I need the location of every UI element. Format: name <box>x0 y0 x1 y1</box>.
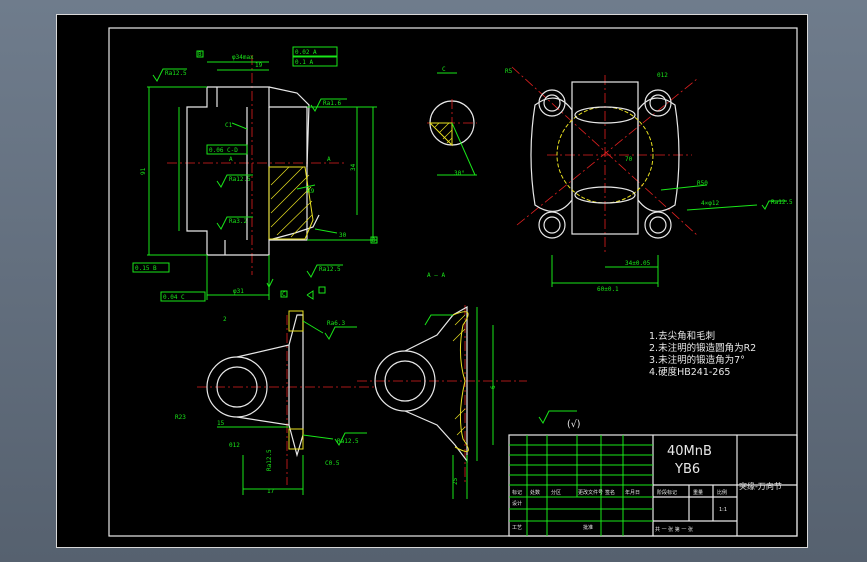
plan-view: 60±0.1 34±0.05 R50 70 4×φ12 Ra12.5 R5 01… <box>505 66 793 293</box>
inner-frame <box>108 27 798 537</box>
hdr-5: 年月日 <box>625 489 640 496</box>
note-1: 1.去尖角和毛刺 <box>649 330 715 342</box>
dim-91: 91 <box>140 167 147 175</box>
ra-label-5: Ra12.5 <box>319 266 341 273</box>
ra-label-8: Ra12.5 <box>337 438 359 445</box>
tol-frame-5: 0.04 C <box>163 294 185 301</box>
dim-30-deg: 30° <box>454 170 465 177</box>
tol-frame-2: 0.1 A <box>295 59 313 66</box>
material-line-2: YB6 <box>674 462 700 477</box>
material-line-1: 40MnB <box>667 444 712 459</box>
dim-6: 6 <box>490 385 497 389</box>
tol-frame-3: 0.06 C-D <box>209 147 238 154</box>
chamfer-label: C1 <box>225 122 233 129</box>
ra-label-7: Ra6.3 <box>327 320 345 327</box>
dim-17: 17 <box>267 488 275 495</box>
dim-30: 30 <box>339 232 347 239</box>
dim-34: 34 <box>350 163 357 171</box>
dim-25: 25 <box>452 477 459 485</box>
side-view-left: Ra6.3 Ra12.5 2 15 012 17 C0.5 R23 Ra12.5 <box>175 310 377 495</box>
tol-frame-1: 0.02 A <box>295 49 317 56</box>
ra-label-3: Ra12.5 <box>229 176 251 183</box>
approve-label: 批准 <box>583 524 593 531</box>
dim-r50: R50 <box>697 180 708 187</box>
hdr-0: 标记 <box>512 489 522 496</box>
general-roughness: (√) <box>567 419 580 430</box>
dim-34-b: 34±0.05 <box>625 260 651 267</box>
title-block: 40MnB YB6 突缘-万向节 标记 处数 分区 更改文件号 签名 年月日 阶… <box>508 434 798 537</box>
hole-callout: 4×φ12 <box>701 200 719 207</box>
note-2: 2.未注明的锻造圆角为R2 <box>649 342 756 354</box>
hdr-3: 更改文件号 <box>578 489 603 496</box>
dim-r9: R9 <box>307 188 315 195</box>
datum-b: B <box>198 51 202 58</box>
scale-label: 比例 <box>717 489 727 496</box>
part-name: 突缘-万向节 <box>739 481 782 491</box>
dia-top: φ34max <box>232 54 254 61</box>
detail-label: C <box>442 66 446 73</box>
cad-drawing-canvas: Ra12.5 Ra1.6 Ra12.5 Ra3.2 Ra12.5 C1 A A … <box>108 27 798 537</box>
detail-view: C 30° <box>427 66 477 177</box>
dim-c05: C0.5 <box>325 460 340 467</box>
stage-label: 阶段标记 <box>657 489 677 496</box>
note-3: 3.未注明的锻造角为7° <box>649 354 745 366</box>
datum-d: D <box>372 237 376 244</box>
hdr-1: 处数 <box>530 489 540 496</box>
drawing-sheet: Ra12.5 Ra1.6 Ra12.5 Ra3.2 Ra12.5 C1 A A … <box>56 14 808 548</box>
hdr-4: 签名 <box>605 489 615 496</box>
ra-label-1: Ra12.5 <box>165 70 187 77</box>
hdr-2: 分区 <box>551 489 561 496</box>
sheet-label: 共 一 张 第 一 张 <box>655 526 693 533</box>
weight-label: 重量 <box>693 489 703 496</box>
section-a-left: A <box>229 156 233 163</box>
dim-19: 19 <box>255 62 263 69</box>
dim-70: 70 <box>625 156 633 163</box>
design-label: 设计 <box>512 500 522 507</box>
craft-label: 工艺 <box>512 525 522 531</box>
dim-r23: R23 <box>175 414 186 421</box>
ra-label-4: Ra3.2 <box>229 218 247 225</box>
datum-c: C <box>282 291 286 298</box>
dim-60: 60±0.1 <box>597 286 619 293</box>
section-aa-view: A — A 6 25 <box>357 272 527 499</box>
tol-frame-4: 0.15 B <box>135 265 157 272</box>
scale-value: 1:1 <box>719 507 727 513</box>
note-4: 4.硬度HB241-265 <box>649 366 730 378</box>
ra-label-9: Ra12.5 <box>266 449 273 471</box>
dim-r5: R5 <box>505 68 513 75</box>
section-a-right: A <box>327 156 331 163</box>
ra-label-6: Ra12.5 <box>771 199 793 206</box>
dim-15: 15 <box>217 420 225 427</box>
ra-label-2: Ra1.6 <box>323 100 341 107</box>
dim-012: 012 <box>657 72 668 79</box>
section-aa-label: A — A <box>427 272 445 279</box>
dim-r4: 2 <box>223 316 227 323</box>
dia-bottom: φ31 <box>233 288 244 295</box>
front-section-view: Ra12.5 Ra1.6 Ra12.5 Ra3.2 Ra12.5 C1 A A … <box>132 46 378 302</box>
dim-012-b: 012 <box>229 442 240 449</box>
technical-notes: 1.去尖角和毛刺 2.未注明的锻造圆角为R2 3.未注明的锻造角为7° 4.硬度… <box>538 330 756 430</box>
